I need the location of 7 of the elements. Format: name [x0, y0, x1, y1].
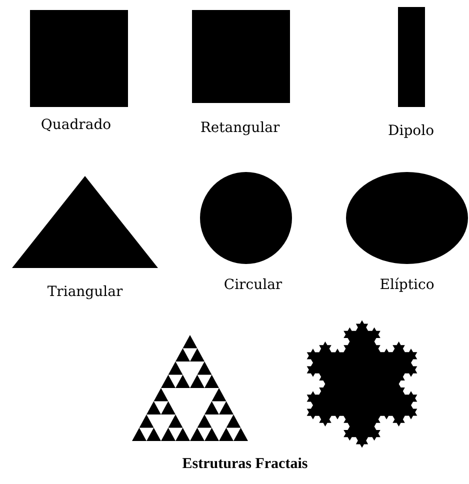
shape-caption: Retangular [200, 120, 280, 136]
shape-caption: Dipolo [388, 123, 434, 139]
shape-caption: Elíptico [380, 277, 434, 293]
shape-caption: Quadrado [40, 117, 112, 133]
section-caption: Estruturas Fractais [182, 456, 308, 473]
shape-caption: Triangular [47, 284, 123, 300]
shape-caption: Circular [224, 277, 282, 293]
